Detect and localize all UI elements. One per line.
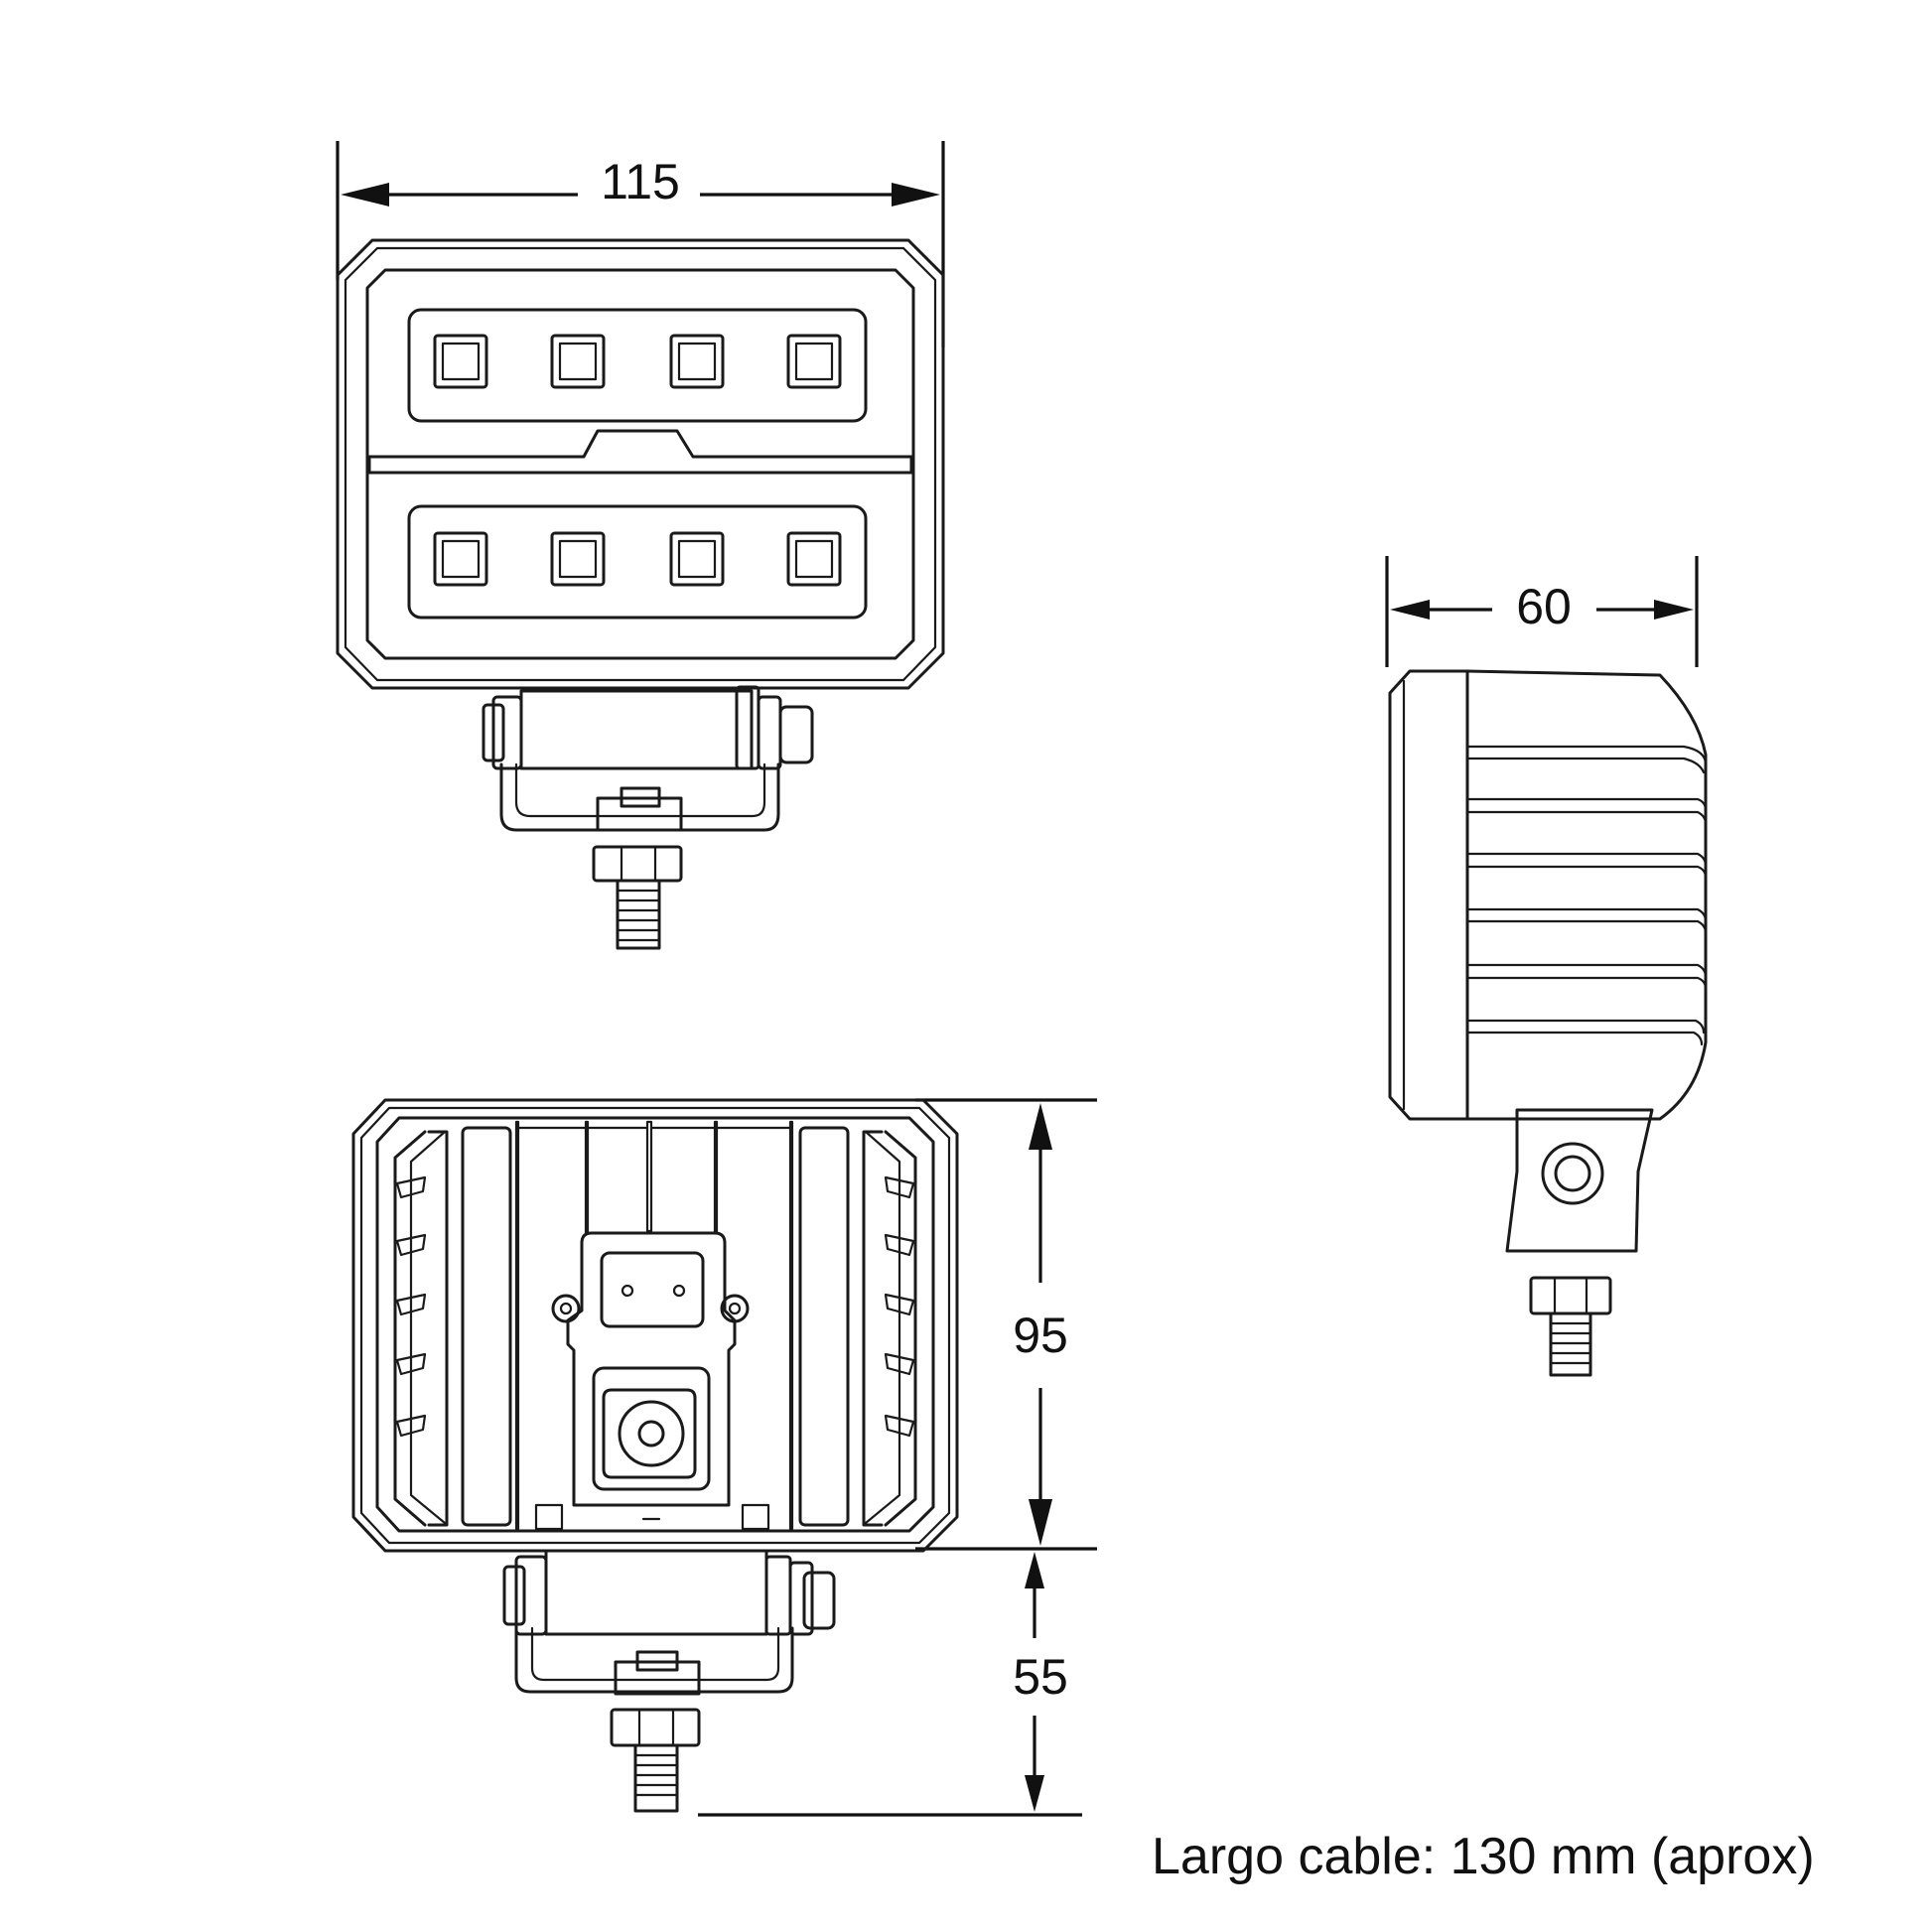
- bracket-height-dimension: 55: [698, 1552, 1082, 1817]
- connector-socket: [534, 1231, 770, 1531]
- side-depth-dimension: 60: [1385, 556, 1699, 667]
- upper-led-panel: [407, 308, 868, 423]
- cable-length-note: Largo cable: 130 mm (aprox): [1152, 1828, 1815, 1885]
- clip-icons-left: [395, 1175, 427, 1438]
- side-mount-bracket: [1505, 1108, 1654, 1253]
- front-view: 115: [336, 141, 945, 950]
- led-icon-row-lower: [433, 531, 842, 587]
- lower-led-panel: [407, 504, 868, 620]
- front-width-dimension: 115: [336, 141, 945, 347]
- rear-height-label: 95: [1013, 1308, 1068, 1363]
- front-width-label: 115: [601, 154, 680, 209]
- bracket-height-label: 55: [1013, 1649, 1068, 1705]
- led-icon-row-upper: [433, 334, 842, 389]
- side-view: 60: [1385, 556, 1708, 1377]
- rear-view: 95 55: [351, 1098, 1097, 1817]
- front-mount-bracket: [482, 685, 814, 950]
- side-depth-label: 60: [1516, 579, 1572, 634]
- clip-icons-right: [884, 1175, 915, 1438]
- rear-mount-bracket: [502, 1549, 836, 1813]
- rear-vertical-fins: [461, 1120, 850, 1531]
- heat-sink-fins: [1465, 745, 1708, 1046]
- rear-height-dimension: 95: [915, 1098, 1097, 1551]
